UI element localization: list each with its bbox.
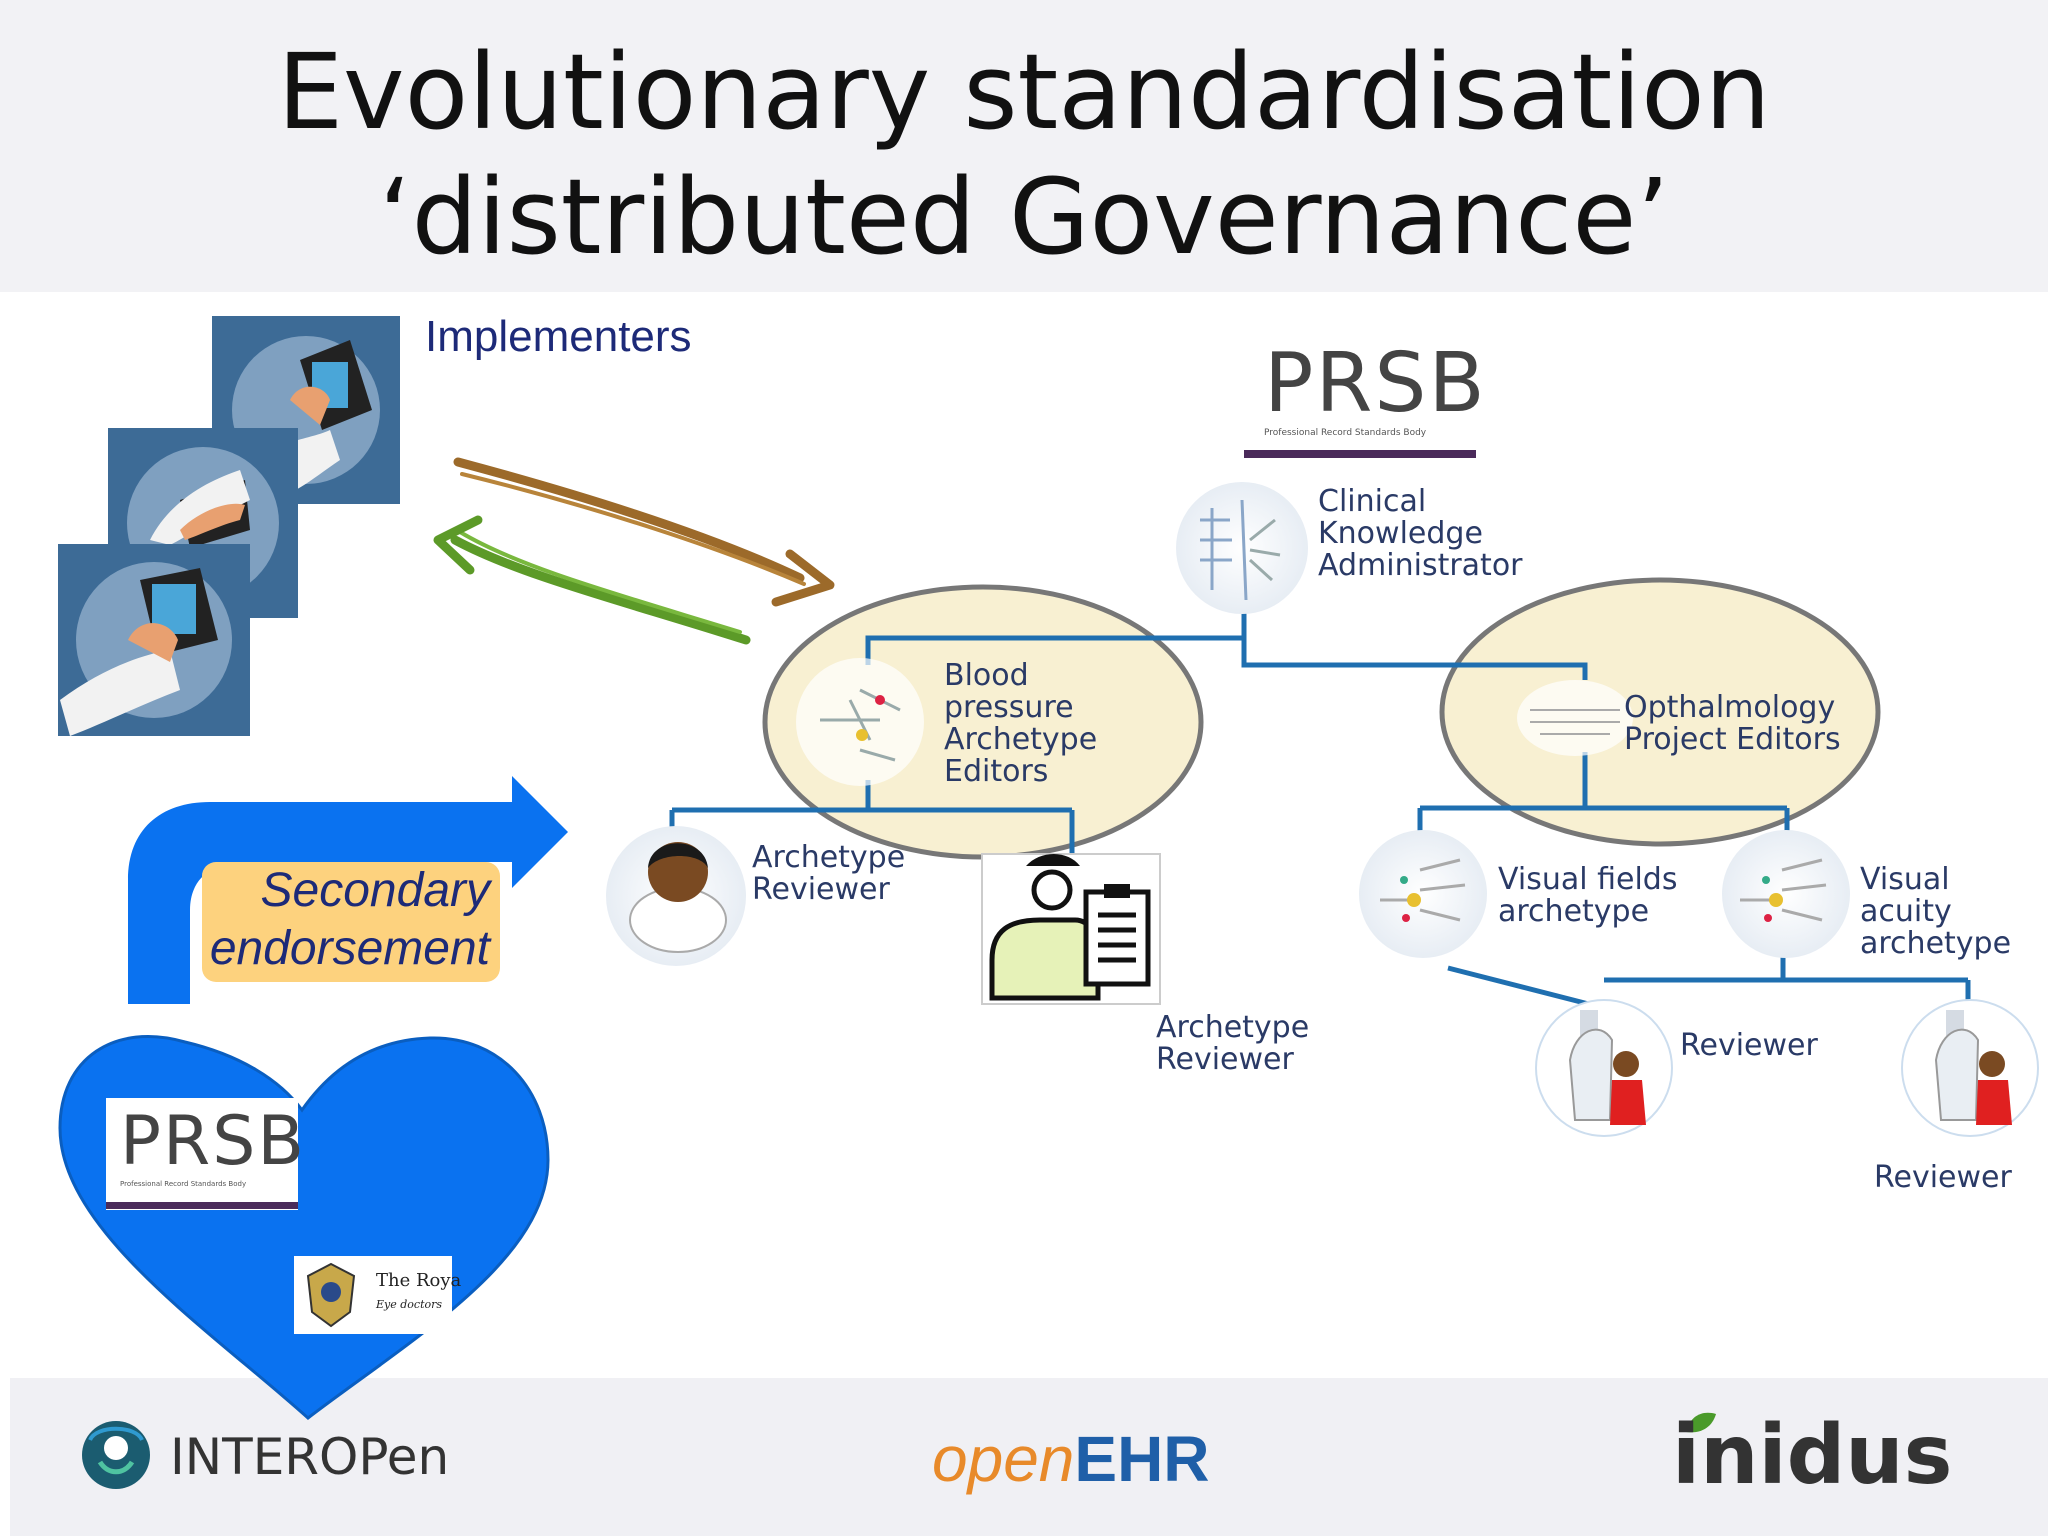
prsb-heart-logo-text: PRSB [120,1102,307,1181]
visual-fields-label: Visual fields archetype [1498,864,1677,928]
footer-bar [10,1378,2048,1536]
ophthalmology-editors-label: Opthalmology Project Editors [1624,692,1841,756]
openehr-open-text: open [932,1423,1075,1495]
archetype-reviewer-1-label: Archetype Reviewer [752,842,905,906]
admin-label-line: Knowledge [1318,516,1483,551]
arrow-to-implementers [433,515,751,645]
implementer-tile-3 [58,544,250,736]
visual-acuity-label-line: Visual acuity [1860,862,1952,929]
heart-shape [58,1035,550,1420]
prsb-logo-text: PRSB [1264,336,1487,431]
bp-editors-label: Blood pressure Archetype Editors [944,660,1097,788]
reviewer-doctor-icon-1 [1535,999,1673,1137]
visual-fields-label-line: archetype [1498,894,1650,929]
royal-college-logo: The Roya Eye doctors [294,1256,461,1334]
interopen-logo-text: INTEROPen [170,1428,450,1486]
org-tree-lines [669,610,1971,1013]
ophthalmology-editors-label-line: Opthalmology [1624,690,1836,725]
reviewer-person-icon [606,826,746,966]
ophthalmology-editors-label-line: Project Editors [1624,722,1841,757]
admin-label-line: Administrator [1318,548,1523,583]
visual-acuity-label: Visual acuity archetype [1860,864,2048,960]
secondary-endorsement-label: Secondary endorsement [190,862,490,978]
implementers-label: Implementers [425,312,692,361]
reviewer-doctor-icon-2 [1901,999,2039,1137]
inidus-logo-text: inidus [1672,1408,1953,1503]
visual-fields-mindmap-icon [1359,830,1487,958]
ophth-mindmap-icon [1517,680,1633,756]
bp-editors-label-line: Blood [944,658,1029,693]
royal-college-subtext: Eye doctors [376,1298,443,1311]
bp-editors-label-line: Archetype [944,722,1098,757]
prsb-heart-logo-bar [106,1202,298,1209]
prsb-logo-bar [1244,450,1476,458]
secondary-endorsement-line: Secondary [260,864,490,917]
reviewer-1-label: Reviewer [1680,1028,1818,1063]
bp-editors-label-line: pressure [944,690,1074,725]
bp-editors-label-line: Editors [944,754,1049,789]
openehr-logo: openEHR [932,1422,1210,1496]
prsb-heart-logo-subtext: Professional Record Standards Body [120,1180,247,1188]
title-line-1: Evolutionary standardisation [277,31,1771,153]
ophthalmology-highlight [1439,577,1881,847]
admin-label: Clinical Knowledge Administrator [1318,486,1523,582]
archetype-reviewer-label-line: Archetype [1156,1010,1310,1045]
prsb-logo-heart: PRSB Professional Record Standards Body [106,1098,304,1210]
archetype-reviewer-2-label: Archetype Reviewer [1156,1012,1309,1076]
title-bar [0,0,2048,292]
nurse-clipboard-icon [981,853,1161,1005]
visual-acuity-label-line: archetype [1860,926,2012,961]
openehr-ehr-text: EHR [1074,1423,1210,1495]
crest-icon [306,1262,356,1328]
visual-fields-label-line: Visual fields [1498,862,1678,897]
inidus-leaf-icon [1686,1412,1716,1433]
slide-title: Evolutionary standardisation ‘distribute… [0,30,2048,280]
arrow-to-editors [453,457,835,607]
admin-label-line: Clinical [1318,484,1427,519]
prsb-logo-top: PRSB Professional Record Standards Body [1240,330,1485,460]
royal-college-text: The Roya [376,1270,462,1291]
title-line-2: ‘distributed Governance’ [378,156,1670,278]
admin-mindmap-icon [1176,482,1308,614]
reviewer-2-label: Reviewer [1874,1160,2012,1195]
visual-acuity-mindmap-icon [1722,830,1850,958]
interopen-logo-icon [82,1421,150,1489]
archetype-reviewer-label-line: Reviewer [752,872,890,907]
bp-mindmap-icon [796,658,924,786]
secondary-endorsement-arrow [128,776,568,1004]
archetype-reviewer-label-line: Archetype [752,840,906,875]
archetype-reviewer-label-line: Reviewer [1156,1042,1294,1077]
prsb-logo-subtext: Professional Record Standards Body [1264,428,1427,438]
secondary-endorsement-line: endorsement [209,922,490,975]
